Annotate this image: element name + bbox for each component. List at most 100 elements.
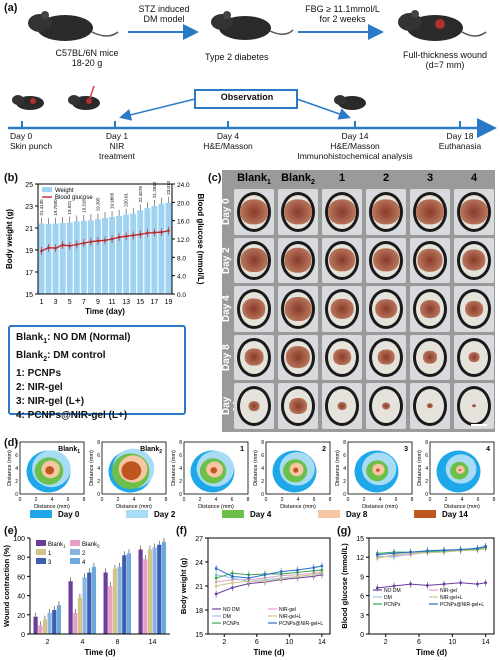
series-line [216, 571, 323, 587]
mouse-day1-icon [68, 85, 100, 110]
legend-label: 1 [48, 551, 52, 557]
y-axis-label: Body weight (g) [179, 557, 188, 614]
legend-line-1: 1: PCNPs [16, 368, 62, 379]
photo-column-header: Blank1 [237, 172, 271, 187]
contraction-bar [122, 555, 127, 634]
trace-y-tick: 8 [97, 440, 100, 446]
series-line [215, 574, 322, 595]
trace-x-tick: 2 [117, 497, 120, 503]
panel-f-label: (f) [176, 525, 187, 537]
trace-y-tick: 4 [97, 466, 100, 472]
y-left-tick-label: 21 [25, 226, 33, 233]
weight-bar [59, 223, 66, 294]
wound-photo [322, 237, 362, 283]
weight-bar [94, 219, 101, 294]
y-right-tick-label: 0.0 [177, 292, 186, 299]
trace-y-tick: 8 [343, 440, 346, 446]
y-tick-label: 0 [360, 632, 364, 639]
trace-title: 3 [404, 446, 408, 453]
data-point [442, 582, 446, 586]
legend-label: 4 [82, 560, 86, 566]
data-point [214, 592, 218, 596]
data-point [425, 583, 429, 587]
glucose-point [138, 233, 142, 236]
trace-x-tick: 0 [429, 497, 432, 503]
wound-photo [410, 189, 450, 235]
splint-ring [325, 192, 359, 232]
trace-y-tick: 4 [15, 466, 18, 472]
trace-y-tick: 2 [179, 479, 182, 485]
contraction-bar [33, 616, 38, 634]
panel-c-label: (c) [208, 172, 222, 184]
data-point [392, 584, 396, 588]
data-point [263, 573, 267, 577]
trace-x-tick: 4 [215, 497, 218, 503]
y-tick-label: 12 [356, 555, 364, 562]
legend-label: DM [223, 614, 231, 620]
photo-row-header: Day 4 [221, 295, 232, 323]
trace-legend-swatch [126, 510, 148, 518]
legend-weight-label: Weight [55, 188, 74, 194]
mouse-3-icon [398, 10, 487, 41]
splint-ring [413, 192, 447, 232]
data-point [214, 580, 218, 584]
data-point [375, 553, 379, 557]
weight-data-label: 23.073 [166, 180, 171, 194]
wound-photo [366, 383, 406, 429]
y-tick-label: 24 [195, 560, 203, 567]
trace-x-tick: 2 [363, 497, 366, 503]
y-left-tick-label: 15 [25, 292, 33, 299]
trace-y-tick: 0 [261, 492, 264, 498]
contraction-bar [87, 572, 92, 634]
series-line [377, 582, 486, 589]
legend-label: NIR-gel+L [279, 614, 302, 620]
wound-area [240, 248, 268, 273]
splint-ring [325, 337, 359, 377]
splint-ring [237, 386, 271, 426]
legend-label: 2 [82, 551, 86, 557]
wound-photo [234, 189, 274, 235]
y-right-tick-label: 24.0 [177, 182, 190, 189]
wound-area [284, 247, 312, 273]
trace-x-tick: 8 [411, 497, 414, 503]
panel-a-label: (a) [4, 2, 18, 14]
y-tick-label: 100 [13, 536, 25, 543]
series-line [216, 571, 322, 583]
legend-swatch [36, 540, 46, 546]
trace-x-tick: 2 [281, 497, 284, 503]
weight-bar [38, 223, 45, 294]
data-point [320, 568, 324, 572]
trace-day-region [45, 466, 55, 475]
wound-area [337, 401, 347, 410]
splint-ring [237, 289, 271, 329]
trace-x-tick: 0 [183, 497, 186, 503]
data-point [484, 581, 488, 585]
contraction-bar [38, 625, 43, 634]
data-point [459, 548, 463, 551]
photo-column-header: 1 [338, 172, 346, 184]
weight-bar [137, 210, 144, 294]
contraction-bar [108, 586, 113, 634]
y-tick-label: 6 [360, 594, 364, 601]
trace-y-tick: 2 [15, 479, 18, 485]
x-tick-label: 2 [384, 639, 388, 646]
legend-label: Blank1 [48, 542, 66, 549]
x-axis-label: Time (d) [416, 648, 447, 657]
mouse-2-label: Type 2 diabetes [205, 52, 269, 62]
splint-ring [281, 337, 315, 377]
y-left-axis-label: Body weight (g) [5, 209, 14, 269]
trace-x-tick: 4 [379, 497, 382, 503]
wound-area [373, 248, 399, 272]
wound-area [472, 403, 476, 408]
trace-legend-swatch [318, 510, 340, 518]
panel-e-label: (e) [4, 525, 18, 537]
contraction-bar [91, 566, 97, 634]
data-point [231, 575, 234, 578]
splint-ring [457, 289, 491, 329]
weight-bar [73, 221, 80, 294]
wound-photo [234, 383, 274, 429]
trace-x-tick: 0 [19, 497, 22, 503]
